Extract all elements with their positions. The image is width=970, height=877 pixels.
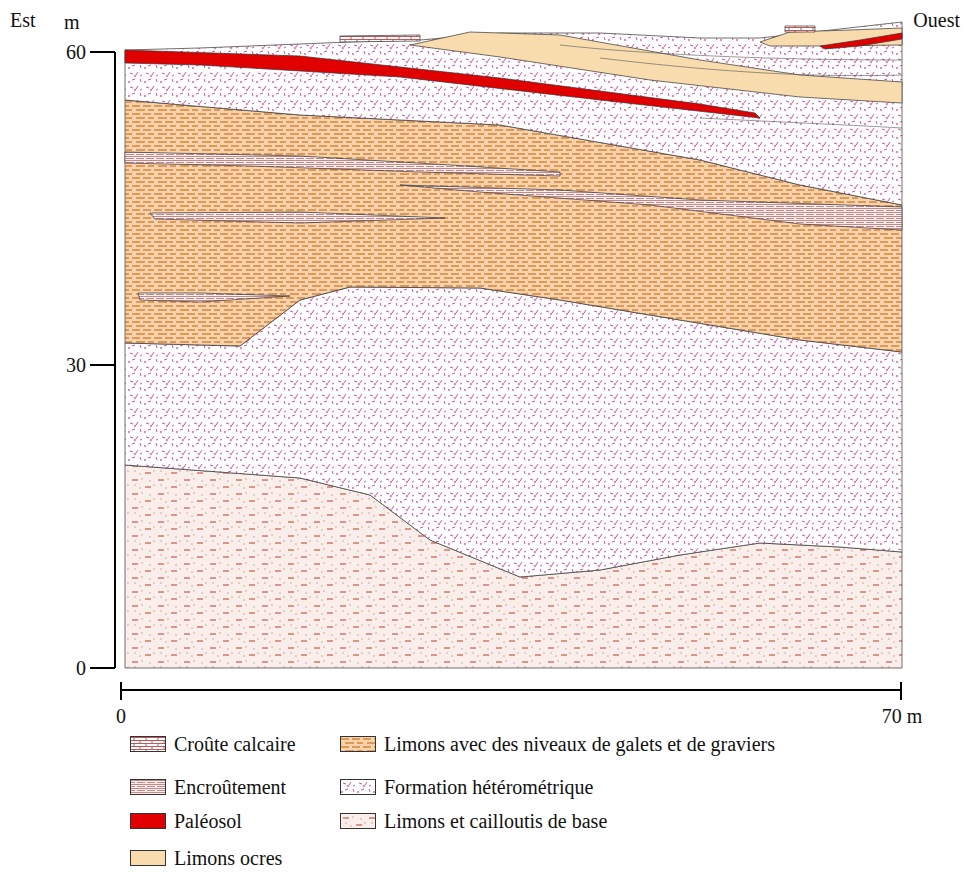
legend-swatch [130,813,166,829]
legend-text: Limons ocres [174,847,282,869]
scale-label: 0 [116,705,126,727]
legend-pattern [341,780,376,795]
legend-pattern [341,737,376,752]
legend-text: Croûte calcaire [174,733,296,755]
axes [90,52,902,700]
axis-tick-label: 30 [66,354,86,376]
axis-tick-label: 0 [76,657,86,679]
calcrete-crust [785,26,815,32]
paleosol-band [820,33,902,49]
legend-text: Paléosol [174,810,242,832]
crust-lens [150,212,445,223]
unit-label: m [64,11,80,33]
legend-pattern [341,814,376,829]
legend-text: Formation hétérométrique [384,776,593,798]
axis-tick-label: 60 [66,41,86,63]
strata [125,22,902,668]
legend-swatch [340,813,376,829]
crust-lens [400,185,902,230]
paleosol-band [125,50,760,118]
direction-label: Est [10,9,36,31]
legend-swatch [130,850,166,866]
legend-swatch [130,736,166,752]
calcrete-crust [340,35,420,42]
legend-swatch [340,779,376,795]
crust-lens [125,152,560,176]
legend-pattern [131,737,166,752]
legend-swatch [340,736,376,752]
upper-heterometric-layer [125,22,902,205]
legend-text: Limons avec des niveaux de galets et de … [384,733,775,755]
legend-text: Limons et cailloutis de base [384,810,607,832]
legend-text: Encroûtement [174,776,286,798]
crust-lens [138,293,290,302]
legend-swatch [130,779,166,795]
scale-label: 70 m [882,705,923,727]
legend-pattern [131,780,166,795]
direction-label: Ouest [913,9,960,31]
